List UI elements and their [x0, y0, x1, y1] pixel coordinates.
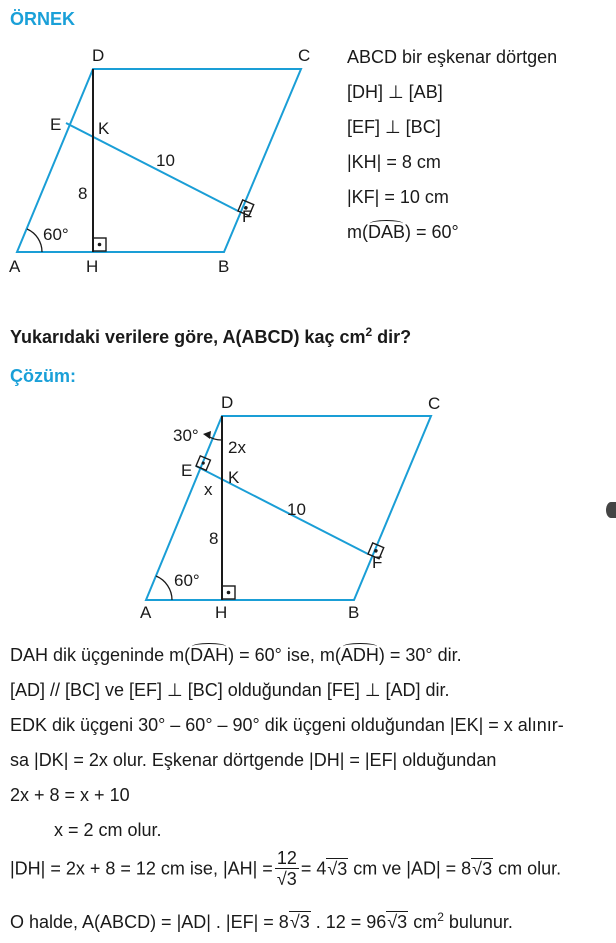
given-6: m(DAB) = 60° — [347, 220, 459, 242]
right-angle-f-icon — [237, 199, 255, 217]
solution-label-kf: 10 — [287, 500, 306, 519]
solution-line-6: x = 2 cm olur. — [54, 820, 162, 840]
solution-right-angle-f-icon — [367, 542, 385, 560]
solution-label-k: K — [228, 468, 240, 487]
solution-label-ek: x — [204, 480, 213, 499]
example-heading: ÖRNEK — [10, 9, 76, 29]
right-angle-h-icon — [92, 237, 107, 252]
example-figure: D C E K 10 8 F 60° A H B — [9, 46, 310, 276]
label-f: F — [242, 207, 252, 226]
solution-label-h: H — [215, 603, 227, 622]
solution-label-dk: 2x — [228, 438, 246, 457]
label-b: B — [218, 257, 229, 276]
given-4: |KH| = 8 cm — [347, 152, 441, 172]
solution-line-7: |DH| = 2x + 8 = 12 cm ise, |AH| =123= 43… — [10, 848, 561, 889]
solution-label-c: C — [428, 394, 440, 413]
angle-arc-a — [26, 228, 43, 253]
solution-figure: D C 30° 2x E K x 10 8 F 60° A H B — [140, 393, 440, 622]
solution-line-8: O halde, A(ABCD) = |AD| . |EF| = 83 . 12… — [10, 910, 513, 933]
solution-label-e: E — [181, 461, 192, 480]
solution-line-3: EDK dik üçgeni 30° – 60° – 90° dik üçgen… — [10, 715, 564, 735]
arrow-icon — [203, 431, 211, 439]
solution-line-1: DAH dik üçgeninde m(DAH) = 60° ise, m(AD… — [10, 643, 462, 665]
given-5: |KF| = 10 cm — [347, 187, 449, 207]
label-k: K — [98, 119, 110, 138]
solution-label-f: F — [372, 553, 382, 572]
given-1: ABCD bir eşkenar dörtgen — [347, 47, 558, 67]
label-e: E — [50, 115, 61, 134]
label-angle-a: 60° — [43, 225, 69, 244]
rhombus-abcd — [15, 68, 303, 253]
solution-line-2: [AD] // [BC] ve [EF] ⊥ [BC] olduğundan [… — [10, 680, 450, 700]
solution-heading: Çözüm: — [10, 366, 76, 386]
label-a: A — [9, 257, 21, 276]
fraction-ah: 123 — [274, 848, 299, 889]
segment-ef — [65, 122, 239, 212]
solution-label-30: 30° — [173, 426, 199, 445]
solution-label-b: B — [348, 603, 359, 622]
edge-artifact — [606, 502, 616, 518]
label-d: D — [92, 46, 104, 65]
solution-line-4: sa |DK| = 2x olur. Eşkenar dörtgende |DH… — [10, 750, 497, 770]
solution-right-angle-h-icon — [221, 585, 236, 600]
given-3: [EF] ⊥ [BC] — [347, 117, 441, 137]
solution-label-d: D — [221, 393, 233, 412]
label-h: H — [86, 257, 98, 276]
solution-line-5: 2x + 8 = x + 10 — [10, 785, 130, 805]
label-kh: 8 — [78, 184, 87, 203]
solution-angle-arc-a — [155, 575, 173, 601]
solution-label-60: 60° — [174, 571, 200, 590]
solution-label-a: A — [140, 603, 152, 622]
label-c: C — [298, 46, 310, 65]
solution-rhombus-abcd — [144, 415, 433, 601]
solution-label-kh: 8 — [209, 529, 218, 548]
solution-right-angle-e-icon — [195, 454, 212, 472]
question-text: Yukarıdaki verilere göre, A(ABCD) kaç cm… — [10, 325, 412, 347]
given-2: [DH] ⊥ [AB] — [347, 82, 443, 102]
solution-segment-ef — [195, 465, 369, 555]
label-kf: 10 — [156, 151, 175, 170]
